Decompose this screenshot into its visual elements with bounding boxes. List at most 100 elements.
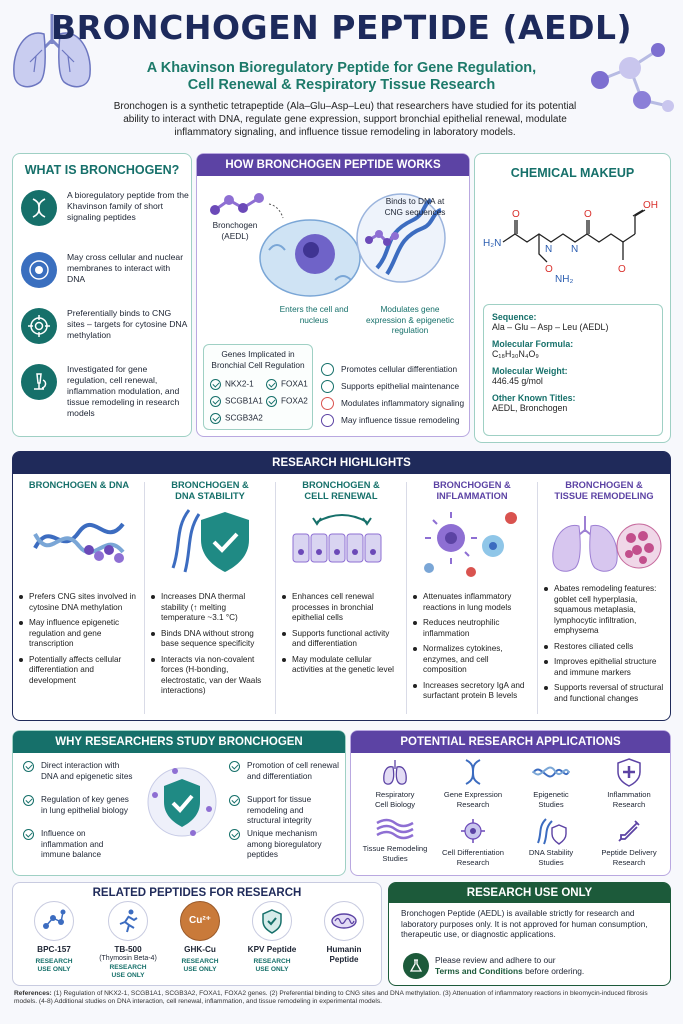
column-divider [537,482,538,714]
dna-shield-icon [537,818,567,845]
peptide-name: GHK-Cu [184,945,216,954]
research-col-bullets: Prefers CNG sites involved in cytosine D… [19,592,139,691]
application-label: Respiratory [375,790,415,799]
cell-illustration [259,219,361,297]
sequence-label: Sequence: [492,312,537,322]
research-bullet: Interacts via non-covalent forces (H-bon… [151,655,271,697]
column-divider [275,482,276,714]
effects-list: Promotes cellular differentiation Suppor… [321,363,467,432]
what-is-item: May cross cellular and nuclear membranes… [21,250,183,296]
modulates-label: Modulates gene expression & epigenetic r… [361,304,459,336]
target-icon [21,308,57,344]
check-icon [266,379,277,390]
research-bullet: Binds DNA without strong base sequence s… [151,629,271,650]
col-header-line: TISSUE REMODELING [554,491,654,501]
syringe-icon [618,820,640,842]
what-is-item: A bioregulatory peptide from the Khavins… [21,188,189,234]
peptide-item: Humanin Peptide [309,901,379,965]
epigenetic-icon [532,766,570,778]
application-label: Research [456,857,490,867]
why-text: Influence on inflammation and immune bal… [41,829,104,859]
why-text: Support for tissue remodeling and struct… [247,795,312,825]
dna-icon [33,522,125,563]
microscope-icon [21,364,57,400]
dna-shield-icon [171,509,249,573]
column-divider [406,482,407,714]
formula-value: C₁₈H₃₀N₄O₉ [492,349,539,359]
references-text: (1) Regulation of NKX2-1, SCGB1A1, SCGB3… [14,990,648,1006]
why-item: Influence on inflammation and immune bal… [23,829,133,861]
peptide-name: Humanin [326,945,362,954]
research-bullet: Supports functional activity and differe… [282,629,402,650]
col-header-line: BRONCHOGEN & [433,480,511,490]
titles-value: AEDL, Bronchogen [492,403,568,413]
how-works-title: HOW BRONCHOGEN PEPTIDE WORKS [197,154,469,176]
check-icon [210,379,221,390]
copper-icon: Cu²⁺ [180,901,220,941]
h2n-label: H₂N [483,238,501,249]
modulates-label-line: regulation [391,325,429,335]
why-study-card: WHY RESEARCHERS STUDY BRONCHOGEN Direct … [12,730,346,876]
oh-label: OH [643,200,658,211]
runner-icon [108,901,148,941]
copper-symbol: Cu²⁺ [189,915,211,926]
check-icon [23,829,34,840]
genes-title-line: Bronchial Cell Regulation [211,359,305,370]
effect-text: Supports epithelial maintenance [341,381,460,391]
chemical-card: CHEMICAL MAKEUP H₂N O N O NH₂ N O O OH S… [474,153,671,443]
application-label: Research [612,799,646,809]
lungs-icon [383,760,407,785]
research-col-header: BRONCHOGEN & TISSUE REMODELING [539,480,669,502]
gene-label: SCGB3A2 [225,413,263,423]
enters-label-line: Enters the cell and [279,304,349,314]
application-label: Gene Expression [443,790,503,799]
gene-label: SCGB1A1 [225,396,263,406]
research-bullet: Increases secretory IgA and surfactant p… [413,681,533,702]
application-label: Cell Biology [374,799,416,809]
related-peptides-card: RELATED PEPTIDES FOR RESEARCH BPC-157 RE… [12,882,382,986]
research-bullet: Attenuates inflammatory reactions in lun… [413,592,533,613]
research-bullet: Abates remodeling features: goblet cell … [544,584,668,637]
effect-text: Modulates inflammatory signaling [341,398,465,408]
effect-text: May influence tissue remodeling [341,415,460,425]
formula-label: Molecular Formula: [492,339,574,349]
ro-line: RESEARCH [253,958,291,965]
struct-n2-label: N [571,244,578,255]
flame-icon [321,397,334,410]
what-is-text: Preferentially binds to CNG sites – targ… [67,308,187,340]
why-item: Promotion of cell renewal and differenti… [229,761,339,782]
application-label: Studies [538,799,564,809]
titles-label: Other Known Titles: [492,393,576,403]
peptide-chain-icon [210,193,264,215]
flask-icon [403,953,429,979]
applications-card: POTENTIAL RESEARCH APPLICATIONS Respirat… [350,730,671,876]
dna-icon [465,759,481,785]
shield-icon [252,901,292,941]
what-is-text: May cross cellular and nuclear membranes… [67,252,184,284]
application-label: Peptide Delivery [601,848,657,857]
ro-line: USE ONLY [37,966,71,973]
genes-title: Genes Implicated in Bronchial Cell Regul… [204,349,312,370]
page-title: BRONCHOGEN PEPTIDE (AEDL) [50,8,633,47]
struct-o3-label: O [584,209,592,220]
research-use-body: Bronchogen Peptide (AEDL) is available s… [401,909,648,939]
genes-box: Genes Implicated in Bronchial Cell Regul… [203,344,313,430]
terms-link[interactable]: Terms and Conditions [435,965,523,976]
research-use-card: RESEARCH USE ONLY Bronchogen Peptide (AE… [388,882,671,986]
research-col-header: BRONCHOGEN & INFLAMMATION [408,480,536,502]
application-label: Studies [382,853,408,863]
what-is-item: Investigated for gene regulation, cell r… [21,362,181,418]
lung-tissue-icon [552,516,662,572]
effect-item: Supports epithelial maintenance [321,380,467,398]
references: References: (1) Regulation of NKX2-1, SC… [14,990,670,1007]
immune-cells-icon [424,512,517,577]
ro-line: USE ONLY [111,972,145,979]
